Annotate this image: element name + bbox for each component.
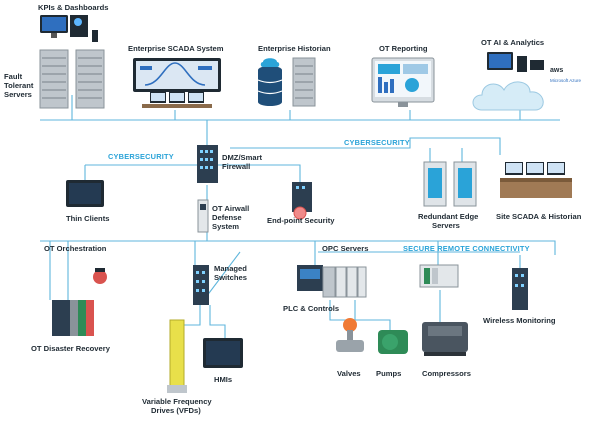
label-ot-orchestration: OT Orchestration: [44, 244, 107, 253]
label-endpoint-security: End-point Security: [267, 216, 335, 225]
label-ot-ai-analytics: OT AI & Analytics: [481, 38, 545, 47]
label-cybersecurity-right: CYBERSECURITY: [344, 138, 410, 147]
hmi-screen: [203, 338, 243, 368]
label-hmis: HMIs: [214, 375, 233, 384]
valve: [336, 318, 364, 352]
historian-database: [257, 57, 316, 107]
ai-cloud: [472, 52, 544, 111]
label-site-scada: Site SCADA & Historian: [496, 212, 582, 221]
label-vfd-1: Variable Frequency: [142, 397, 212, 406]
kpi-monitors: [40, 15, 98, 42]
label-ot-disaster-recovery: OT Disaster Recovery: [31, 344, 110, 353]
label-ot-reporting: OT Reporting: [379, 44, 428, 53]
ot-reporting-monitor: [371, 57, 435, 107]
plc-rack: [297, 265, 367, 298]
label-airwall-1: OT Airwall: [212, 204, 250, 213]
label-dmz-2: Firewall: [222, 162, 251, 171]
label-plc-controls: PLC & Controls: [283, 304, 340, 313]
redundant-edge-servers: [423, 161, 477, 207]
wireless-switch: [512, 268, 528, 310]
label-fault-1: Fault: [4, 72, 23, 81]
label-cybersecurity-left: CYBERSECURITY: [108, 152, 174, 161]
label-wireless-monitoring: Wireless Monitoring: [483, 316, 556, 325]
azure-logo: Microsoft Azure: [550, 78, 582, 83]
label-vfd-2: Drives (VFDs): [151, 406, 201, 415]
label-redundant-1: Redundant Edge: [418, 212, 479, 221]
label-thin-clients: Thin Clients: [66, 214, 110, 223]
label-managed-2: Switches: [214, 273, 247, 282]
label-kpis-dashboards: KPIs & Dashboards: [38, 3, 109, 12]
compressor: [422, 322, 468, 356]
managed-switch: [193, 265, 209, 305]
label-airwall-3: System: [212, 222, 240, 231]
label-redundant-2: Servers: [432, 221, 460, 230]
label-fault-3: Servers: [4, 90, 32, 99]
label-secure-remote: SECURE REMOTE CONNECTIVITY: [403, 244, 530, 253]
dmz-firewall: [197, 145, 218, 183]
label-valves: Valves: [337, 369, 361, 378]
enterprise-scada-display: [133, 58, 221, 108]
fault-tolerant-servers: [39, 49, 105, 109]
thin-client-monitor: [66, 180, 104, 207]
aws-logo: aws: [550, 67, 564, 74]
disaster-recovery-racks: [52, 268, 107, 336]
airwall-device: [197, 199, 209, 233]
label-managed-1: Managed: [214, 264, 247, 273]
connection-lines: [40, 95, 560, 340]
vfd-unit: [167, 319, 187, 393]
site-scada-desk: [500, 162, 572, 198]
endpoint-security-device: [292, 182, 312, 220]
label-pumps: Pumps: [376, 369, 402, 378]
label-compressors: Compressors: [422, 369, 471, 378]
label-enterprise-scada: Enterprise SCADA System: [128, 44, 224, 53]
label-airwall-2: Defense: [212, 213, 242, 222]
label-opc-servers: OPC Servers: [322, 244, 369, 253]
opc-device: [419, 264, 459, 288]
label-dmz-1: DMZ/Smart: [222, 153, 263, 162]
label-enterprise-historian: Enterprise Historian: [258, 44, 331, 53]
pump: [378, 330, 408, 354]
label-fault-2: Tolerant: [4, 81, 34, 90]
